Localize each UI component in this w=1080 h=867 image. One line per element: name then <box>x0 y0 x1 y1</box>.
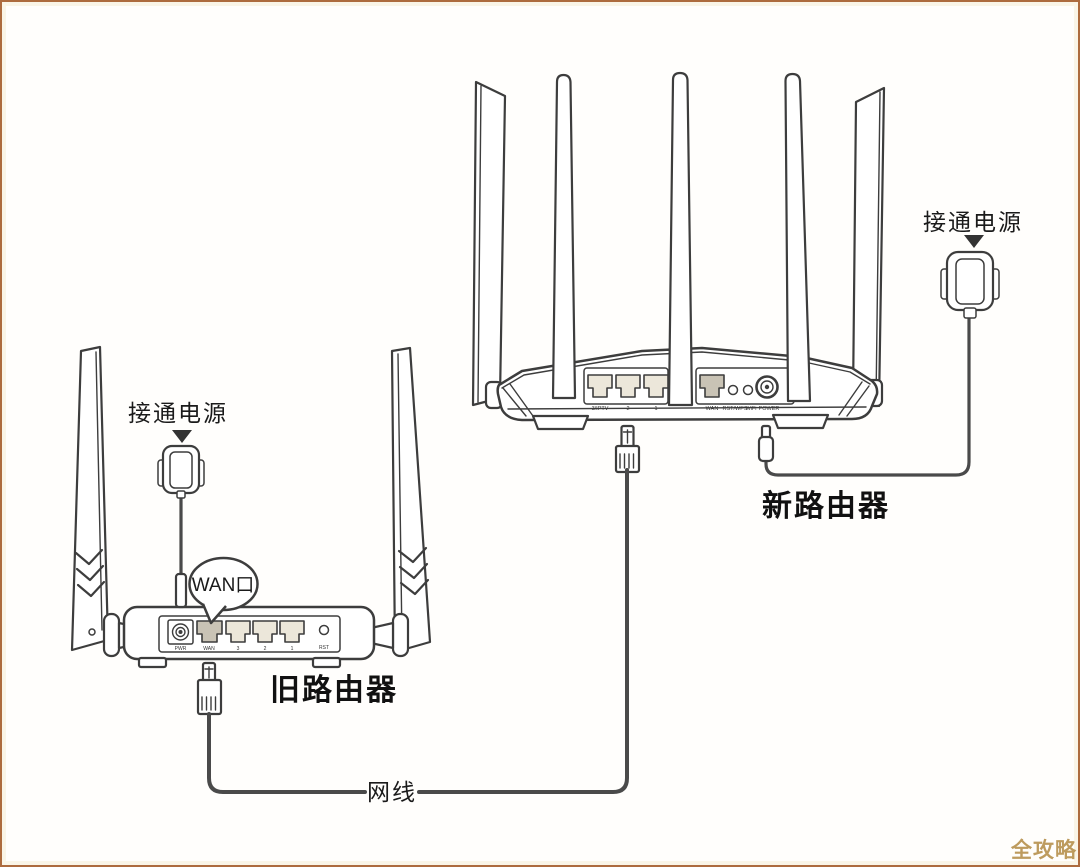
old-router: PWR WAN 3 2 1 RST <box>70 345 432 669</box>
new-router: 3/IPTV 2 1 WAN RST/WPS WiFi POWER <box>471 71 886 431</box>
down-arrow-icon <box>964 235 984 248</box>
old-router-foot-left <box>137 656 168 669</box>
new-router-port1-label: 1 <box>654 406 657 412</box>
antenna-screw-hole <box>88 628 96 636</box>
new-router-power-label: 接通电源 <box>923 209 1023 235</box>
old-router-power-label: 接通电源 <box>128 400 228 426</box>
old-router-lan-port-3 <box>225 620 251 643</box>
new-router-port-2 <box>615 374 641 398</box>
old-router-port3-label: 3 <box>237 646 240 652</box>
new-router-rst-wps-label: RST/WPS <box>722 406 747 412</box>
new-router-wan-label: WAN <box>706 406 719 412</box>
new-router-power-group: 接通电源 <box>757 209 1023 477</box>
new-router-foot-right <box>771 413 830 430</box>
new-router-power-jack <box>755 375 779 399</box>
old-router-pwr-jack <box>167 619 194 645</box>
old-router-rst-label: RST <box>319 645 329 651</box>
old-router-name-label: 旧路由器 <box>270 674 398 707</box>
old-router-right-antenna <box>390 346 432 654</box>
network-cable-right-segment <box>417 468 629 794</box>
old-router-foot-right <box>311 656 342 669</box>
new-router-port-iptv <box>587 374 613 398</box>
new-router-iptv-label: 3/IPTV <box>592 406 609 412</box>
old-router-power-group: 接通电源 <box>128 400 228 609</box>
wan-callout-pointer <box>201 603 227 625</box>
network-cable-label: 网线 <box>367 779 417 805</box>
new-router-name-label: 新路由器 <box>762 490 890 523</box>
old-router-antenna-hinge-right <box>369 612 410 658</box>
old-router-lan-port-2 <box>252 620 278 643</box>
down-arrow-icon <box>172 430 192 443</box>
old-router-left-antenna <box>70 345 110 652</box>
wan-callout-label: WAN口 <box>192 575 255 596</box>
old-router-wan-port <box>196 620 223 643</box>
old-router-lan-port-1 <box>279 620 305 643</box>
watermark: 全攻略 <box>1010 838 1077 862</box>
new-router-power-label-port: POWER <box>759 406 780 412</box>
new-router-right-panel-antenna <box>851 86 886 408</box>
new-router-power-adapter <box>940 250 1000 319</box>
old-router-port2-label: 2 <box>264 646 267 652</box>
new-router-left-panel-antenna <box>471 80 507 407</box>
new-router-wan-port <box>699 374 725 398</box>
new-router-power-cable <box>764 316 971 477</box>
network-cable-left-segment <box>207 712 367 794</box>
new-router-ethernet-connector <box>614 424 641 474</box>
new-router-port2-label: 2 <box>626 406 629 412</box>
new-router-wifi-label: WiFi <box>746 406 757 412</box>
wan-callout: WAN口 <box>188 556 259 625</box>
new-router-antenna-1 <box>551 73 577 400</box>
new-router-wifi-button <box>742 384 754 396</box>
old-router-pwr-label: PWR <box>175 646 187 652</box>
old-router-port1-label: 1 <box>291 646 294 652</box>
old-router-dc-plug <box>174 572 188 609</box>
new-router-dc-plug <box>757 424 775 463</box>
old-router-rst-button <box>318 624 330 636</box>
old-router-ethernet-connector <box>196 661 223 716</box>
network-cable: 网线 <box>207 468 629 805</box>
new-router-port-1 <box>643 374 669 398</box>
old-router-wan-label: WAN <box>203 646 215 652</box>
new-router-antenna-3 <box>784 72 812 403</box>
old-router-power-adapter <box>157 444 205 499</box>
new-router-antenna-2 <box>667 71 694 407</box>
new-router-rst-wps-button <box>727 384 739 396</box>
new-router-foot-left <box>531 414 590 431</box>
